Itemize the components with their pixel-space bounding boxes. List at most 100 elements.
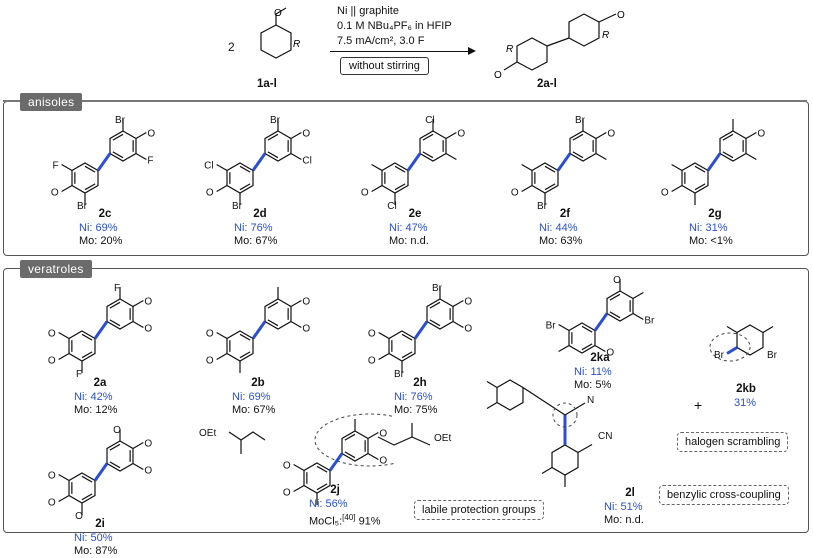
mo-yield-value: n.d. [625, 514, 644, 526]
labile-protection-groups-note: labile protection groups [414, 500, 544, 520]
ni-yield-value: 69% [248, 391, 271, 403]
ni-yield-prefix: Ni: [232, 391, 246, 403]
oxygen-atom-label: O [48, 329, 56, 340]
oxygen-atom-label: O [48, 498, 56, 509]
ni-yield-value: 11% [590, 366, 612, 378]
ni-yield-2kb: 31% [734, 397, 757, 409]
fluorine-atom-label: F [53, 161, 59, 172]
compound-label-2kb: 2kb [736, 383, 756, 395]
ni-yield-2i: Ni: 50% [74, 532, 113, 545]
stoich-coefficient: 2 [228, 40, 235, 54]
oxygen-atom-label: O [302, 297, 310, 308]
compound-label-2f: 2f [559, 208, 571, 220]
mo-yield-prefix: Mo: [232, 404, 251, 416]
oxygen-atom-label: O [144, 324, 152, 335]
fluorine-atom-label: F [114, 283, 120, 294]
ni-yield-prefix: Ni: [604, 501, 618, 513]
structure-2l: N CN [486, 379, 612, 487]
oxygen-atom-label: O [464, 297, 472, 308]
mo-yield-prefix: Mo: [539, 235, 558, 247]
plus-sign: + [694, 397, 703, 413]
start-label: 1a-l [257, 78, 277, 90]
bromine-atom-label: Br [394, 369, 405, 378]
oxygen-atom-label: O [379, 429, 387, 440]
oxygen-atom-label: O [144, 297, 152, 308]
biaryl-product-structure: O O R R [494, 10, 625, 81]
benzylic-cross-coupling-note: benzylic cross-coupling [659, 485, 789, 505]
mo-yield-prefix: Mo: [74, 545, 93, 557]
mo-yield-2d: Mo: 67% [234, 235, 277, 248]
mo-yield-2h: Mo: 75% [394, 404, 437, 417]
mo-yield-prefix: Mo: [234, 235, 253, 247]
compound-label-2b: 2b [251, 377, 265, 389]
oxygen-atom-label: O [511, 188, 519, 199]
ni-yield-value: 47% [405, 222, 428, 234]
oxygen-atom-label: O [48, 356, 56, 367]
mo-yield-prefix: Mo: [74, 404, 93, 416]
nitrile-label: CN [598, 431, 612, 442]
bromine-atom-label: Br [115, 115, 126, 126]
mo-yield-2ka: Mo: 5% [574, 379, 611, 392]
compound-label-2ka: 2ka [590, 352, 610, 364]
ni-yield-2g: Ni: 31% [689, 222, 728, 235]
ni-yield-prefix: Ni: [539, 222, 553, 234]
ni-yield-prefix: Ni: [74, 391, 88, 403]
ni-yield-2c: Ni: 69% [79, 222, 118, 235]
ethoxy-label: OEt [199, 428, 216, 439]
oxygen-atom-label: O [302, 324, 310, 335]
bromine-atom-label: Br [432, 283, 443, 294]
anisoles-tab: anisoles [20, 93, 83, 111]
arrow-head-icon [468, 47, 476, 55]
mo-yield-value: 75% [415, 404, 438, 416]
mo-yield-value: n.d. [410, 235, 429, 247]
r-group-label: R [602, 30, 609, 41]
divider [3, 100, 807, 102]
mo-yield-2f: Mo: 63% [539, 235, 582, 248]
ni-yield-value: 31% [705, 222, 728, 234]
nitrogen-atom-label: N [587, 395, 594, 406]
ni-yield-prefix: Ni: [689, 222, 703, 234]
compound-label-2i: 2i [95, 518, 105, 530]
ni-yield-prefix: Ni: [74, 532, 88, 544]
compound-label-2j: 2j [330, 484, 340, 496]
bromine-atom-label: Br [77, 201, 88, 210]
ni-yield-value: 69% [95, 222, 118, 234]
ni-yield-prefix: Ni: [309, 498, 323, 510]
oxygen-atom-label: O [144, 466, 152, 477]
oxygen-atom-label: O [464, 324, 472, 335]
chlorine-atom-label: Cl [204, 161, 213, 172]
oxygen-atom-label: O [113, 425, 121, 436]
ni-yield-2b: Ni: 69% [232, 391, 271, 404]
mo-yield-2l: Mo: n.d. [604, 514, 644, 527]
bromine-atom-label: Br [546, 321, 557, 332]
mo-yield-2j: MoCl₅:[40] 91% [309, 511, 381, 529]
ni-yield-2e: Ni: 47% [389, 222, 428, 235]
mo-yield-prefix: Mo: [689, 235, 708, 247]
veratroles-panel [3, 268, 809, 533]
mo-yield-2c: Mo: 20% [79, 235, 122, 248]
structure-2a: F O O F O O [48, 283, 153, 378]
chlorine-atom-label: Cl [302, 156, 311, 167]
compound-label-2a: 2a [93, 377, 107, 389]
mo-yield-prefix: Mo: [79, 235, 98, 247]
bromine-atom-label: Br [767, 350, 778, 361]
ni-yield-2j: Ni: 56% [309, 498, 348, 511]
ester-right-2j: OEt [377, 423, 451, 446]
oxygen-atom-label: O [361, 188, 369, 199]
r-group-label: R [293, 39, 300, 50]
oxygen-atom-label: O [206, 329, 214, 340]
chlorine-atom-label: Cl [387, 201, 396, 210]
fluorine-atom-label: F [76, 369, 82, 378]
bromine-atom-label: Br [575, 115, 586, 126]
r-group-label: R [506, 44, 513, 55]
oxygen-atom-label: O [617, 10, 625, 21]
